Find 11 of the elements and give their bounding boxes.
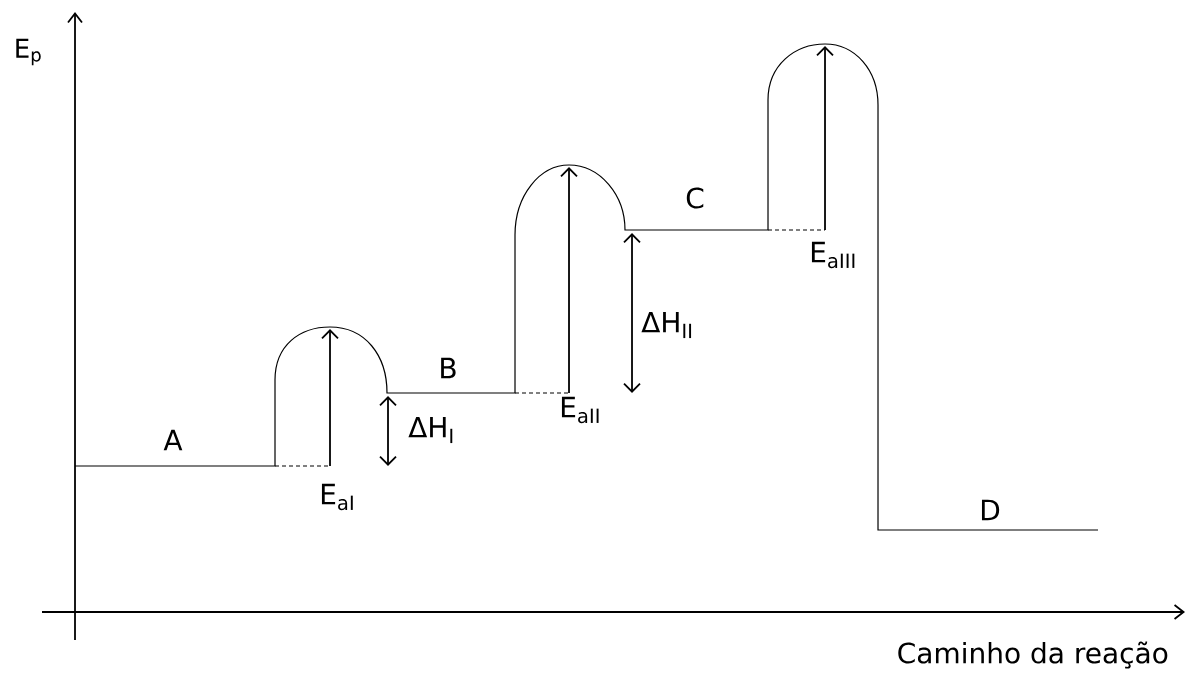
energy-label: E$_{aIII}$ <box>811 241 855 269</box>
level-label: D <box>981 499 1000 521</box>
level-label: B <box>441 357 456 379</box>
energy-label: ΔH$_{I}$ <box>408 416 453 444</box>
axis-label: Caminho da reação <box>898 641 1168 669</box>
level-label: A <box>163 429 183 451</box>
level-label: C <box>686 187 704 209</box>
energy-label: E$_{aII}$ <box>561 396 599 424</box>
energy-label: ΔH$_{II}$ <box>641 311 692 339</box>
energy-label: E$_{aI}$ <box>321 483 353 511</box>
axis-label: E$_{p}$ <box>16 38 41 66</box>
